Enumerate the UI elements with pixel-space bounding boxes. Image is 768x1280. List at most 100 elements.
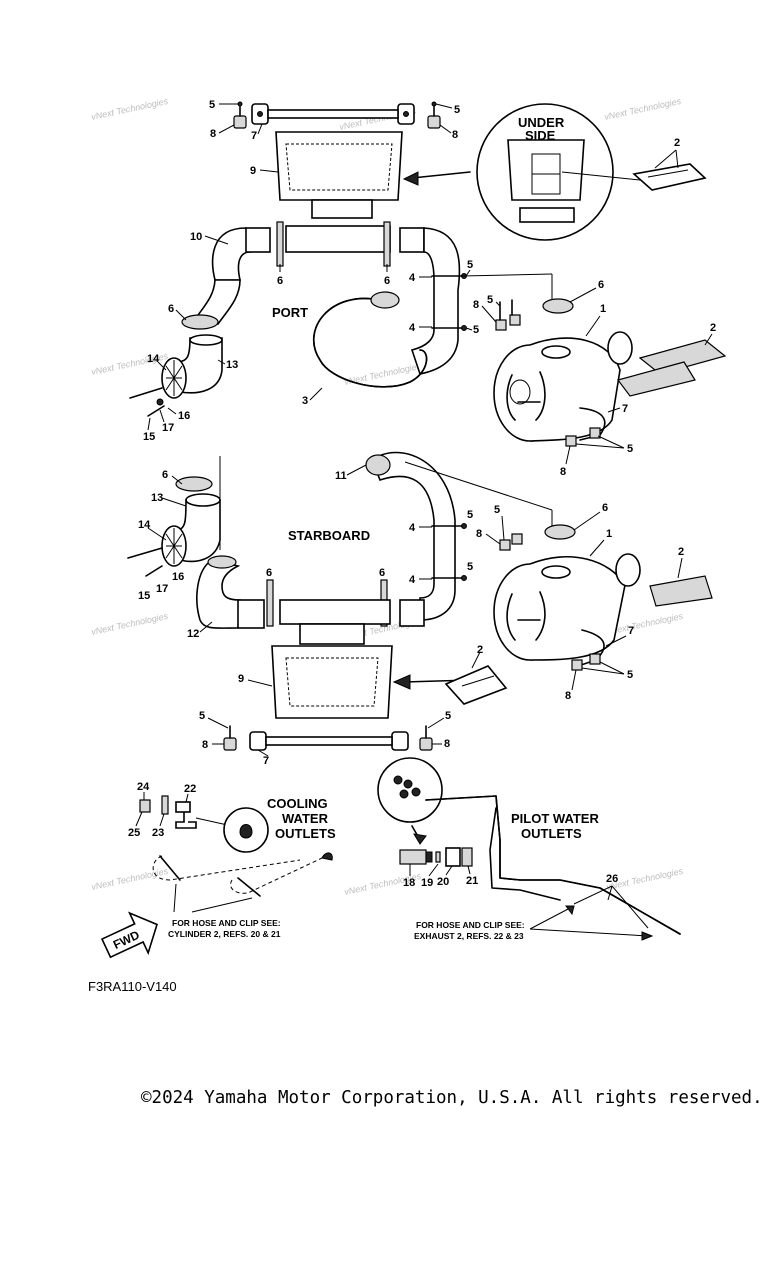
callout-number: 16: [172, 571, 184, 583]
pilot-label-2: OUTLETS: [521, 826, 582, 841]
intake-box-top: [275, 131, 403, 253]
callout-number: 8: [565, 690, 571, 702]
strap-top: [251, 103, 415, 125]
callout-number: 6: [266, 567, 272, 579]
note-left-2: CYLINDER 2, REFS. 20 & 21: [168, 929, 281, 939]
svg-text:vNext Technologies: vNext Technologies: [603, 96, 682, 122]
callout-number: 17: [162, 422, 174, 434]
callout-number: 6: [384, 275, 390, 287]
note-right-2: EXHAUST 2, REFS. 22 & 23: [414, 931, 524, 941]
callout-number: 1: [600, 303, 606, 315]
callout-number: 23: [152, 827, 164, 839]
clip-right-top: [427, 101, 441, 129]
callout-number: 6: [598, 279, 604, 291]
callout-number: 26: [606, 873, 618, 885]
callout-number: 17: [156, 583, 168, 595]
callout-number: 7: [628, 625, 634, 637]
callout-number: 8: [473, 299, 479, 311]
underside-label-2: SIDE: [525, 128, 556, 143]
callout-number: 8: [560, 466, 566, 478]
callout-number: 5: [467, 509, 473, 521]
flame-arrestor-port: [165, 360, 183, 396]
cooling-label-2: WATER: [282, 811, 329, 826]
callout-number: 5: [467, 561, 473, 573]
callout-number: 5: [627, 669, 633, 681]
callout-number: 8: [452, 129, 458, 141]
port-label: PORT: [272, 305, 308, 320]
callouts: 5 8 7 5 8 9 2 10 6 6 5 4 6 1 8 5 6 4 5: [128, 99, 716, 889]
callout-number: 8: [210, 128, 216, 140]
callout-number: 5: [445, 710, 451, 722]
callout-number: 19: [421, 877, 433, 889]
cooling-outlets: FWD: [100, 795, 333, 959]
callout-number: 5: [199, 710, 205, 722]
flame-arrestor-starboard: [165, 528, 183, 564]
callout-number: 10: [190, 231, 202, 243]
callout-number: 5: [627, 443, 633, 455]
callout-number: 13: [226, 359, 238, 371]
callout-number: 7: [263, 755, 269, 767]
callout-number: 5: [494, 504, 500, 516]
callout-number: 8: [202, 739, 208, 751]
callout-number: 13: [151, 492, 163, 504]
callout-number: 9: [238, 673, 244, 685]
callout-number: 22: [184, 783, 196, 795]
starboard-label: STARBOARD: [288, 528, 370, 543]
callout-number: 6: [162, 469, 168, 481]
callout-number: 4: [409, 522, 416, 534]
callout-number: 5: [467, 259, 473, 271]
callout-number: 11: [335, 470, 347, 482]
copyright-notice: ©2024 Yamaha Motor Corporation, U.S.A. A…: [141, 1088, 763, 1108]
callout-number: 2: [710, 322, 716, 334]
callout-number: 2: [477, 644, 483, 656]
callout-number: 6: [277, 275, 283, 287]
svg-text:vNext Technologies: vNext Technologies: [90, 611, 169, 637]
callout-number: 21: [466, 875, 478, 887]
callout-number: 9: [250, 165, 256, 177]
note-right-1: FOR HOSE AND CLIP SEE:: [416, 920, 525, 930]
callout-number: 5: [454, 104, 460, 116]
callout-number: 14: [138, 519, 151, 531]
clip-left-top: [233, 101, 247, 129]
underside-detail: [476, 103, 641, 241]
callout-number: 6: [379, 567, 385, 579]
callout-number: 4: [409, 272, 416, 284]
callout-number: 24: [137, 781, 150, 793]
starboard-assembly: [127, 451, 713, 751]
svg-text:vNext Technologies: vNext Technologies: [90, 96, 169, 122]
callout-number: 12: [187, 628, 199, 640]
callout-number: 4: [409, 322, 416, 334]
callout-number: 6: [602, 502, 608, 514]
callout-number: 7: [622, 403, 628, 415]
callout-number: 4: [409, 574, 416, 586]
air-silencer-port: [493, 331, 633, 442]
pilot-outlets: [377, 757, 681, 941]
callout-number: 25: [128, 827, 140, 839]
callout-number: 5: [473, 324, 479, 336]
callout-number: 15: [143, 431, 155, 443]
callout-number: 5: [209, 99, 215, 111]
callout-number: 16: [178, 410, 190, 422]
callout-number: 1: [606, 528, 612, 540]
air-silencer-starboard: [493, 553, 641, 661]
fwd-arrow: FWD: [100, 911, 158, 959]
pilot-label-1: PILOT WATER: [511, 811, 599, 826]
callout-number: 8: [444, 738, 450, 750]
callout-number: 2: [678, 546, 684, 558]
callout-number: 2: [674, 137, 680, 149]
cooling-label-3: OUTLETS: [275, 826, 336, 841]
diagram-code: F3RA110-V140: [88, 979, 177, 994]
port-assembly: [129, 101, 727, 447]
callout-number: 3: [302, 395, 308, 407]
callout-number: 15: [138, 590, 150, 602]
underside-label-1: UNDER: [518, 115, 565, 130]
svg-text:vNext Technologies: vNext Technologies: [90, 866, 169, 892]
cooling-label-1: COOLING: [267, 796, 328, 811]
callout-number: 5: [487, 294, 493, 306]
note-left-1: FOR HOSE AND CLIP SEE:: [172, 918, 281, 928]
callout-number: 20: [437, 876, 449, 888]
callout-number: 18: [403, 877, 415, 889]
callout-number: 7: [251, 130, 257, 142]
callout-number: 8: [476, 528, 482, 540]
